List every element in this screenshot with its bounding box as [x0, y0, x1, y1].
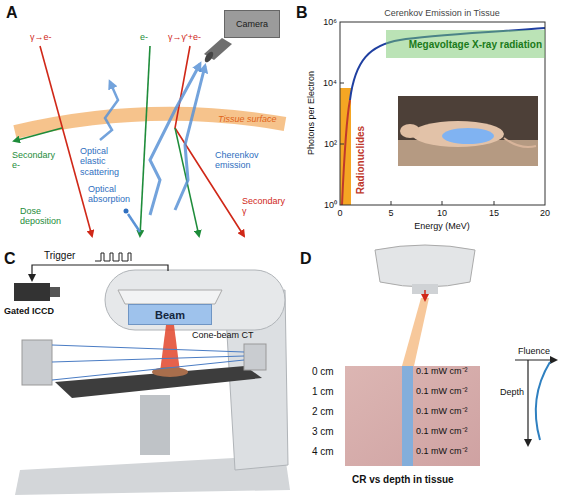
- text-label: 10: [437, 208, 447, 218]
- text-label: 2 cm: [312, 406, 334, 418]
- text-label: e-: [140, 32, 148, 42]
- node-text: Beam: [155, 309, 185, 321]
- text-label: Cone-beam CT: [192, 330, 254, 340]
- text-label: A: [6, 4, 18, 22]
- text-label: 4 cm: [312, 446, 334, 458]
- node-text: Megavoltage X-ray radiation: [409, 39, 542, 50]
- text-label: 0: [337, 208, 342, 218]
- text-label: 0.1 mW cm⁻²: [416, 406, 468, 416]
- text-label: Secondary e-: [12, 150, 60, 171]
- text-label: 10⁶: [323, 17, 337, 27]
- text-label: C: [4, 250, 16, 268]
- text-label: 0.1 mW cm⁻²: [416, 366, 468, 376]
- panel-d-depth: [345, 245, 556, 466]
- text-label: Energy (MeV): [414, 221, 470, 231]
- text-label: B: [296, 4, 308, 22]
- energy-band: Megavoltage X-ray radiation: [386, 30, 545, 58]
- text-label: 10⁴: [323, 78, 337, 88]
- text-label: 15: [489, 208, 499, 218]
- text-label: Trigger: [44, 250, 75, 262]
- text-label: 0 cm: [312, 366, 334, 378]
- text-label: 10⁰: [324, 200, 337, 210]
- text-label: 0.1 mW cm⁻²: [416, 426, 468, 436]
- text-label: Tissue surface: [218, 114, 276, 124]
- text-label: γ→γ'+e-: [168, 32, 201, 42]
- node-text: Camera: [236, 19, 268, 29]
- text-label: Photons per Electron: [306, 71, 316, 155]
- text-label: Cherenkov emission: [215, 150, 271, 171]
- text-label: Gated ICCD: [4, 306, 54, 316]
- text-label: Dose deposition: [20, 206, 72, 227]
- text-label: Optical absorption: [88, 184, 138, 205]
- text-label: Cerenkov Emission in Tissue: [384, 8, 500, 18]
- beam-collimator: Beam: [128, 304, 212, 325]
- text-label: Radionuclides: [355, 126, 367, 194]
- text-label: 10²: [324, 139, 337, 149]
- panel-b-chart: [340, 22, 545, 205]
- text-label: 0.1 mW cm⁻²: [416, 446, 468, 456]
- text-label: Secondary γ: [242, 196, 288, 217]
- camera-body: Camera: [224, 10, 280, 38]
- text-label: 0.1 mW cm⁻²: [416, 386, 468, 396]
- text-label: CR vs depth in tissue: [352, 474, 454, 486]
- text-label: 3 cm: [312, 426, 334, 438]
- text-label: 1 cm: [312, 386, 334, 398]
- text-label: Fluence: [518, 346, 550, 356]
- panel-a-art: [14, 38, 285, 236]
- text-label: 20: [540, 208, 550, 218]
- text-label: Depth: [500, 387, 524, 397]
- text-label: 5: [388, 208, 393, 218]
- panel-c-linac: [14, 253, 290, 495]
- text-label: γ→e-: [30, 32, 52, 42]
- text-label: D: [300, 250, 312, 268]
- text-label: Optical elastic scattering: [80, 146, 130, 177]
